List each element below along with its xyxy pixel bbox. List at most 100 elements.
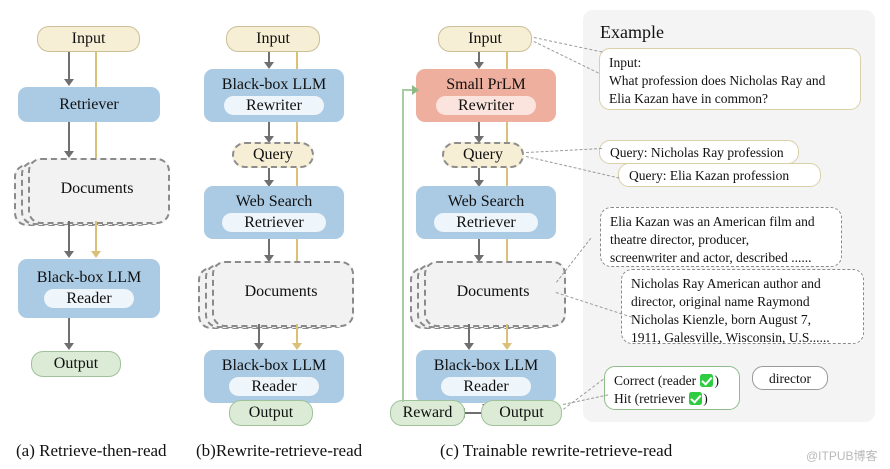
node-b-output: Output (229, 400, 313, 426)
check-icon-retriever (689, 391, 703, 405)
caption-panel-a: (a) Retrieve-then-read (16, 441, 167, 460)
node-a-documents: Documents (14, 158, 170, 226)
node-b-query-label: Query (253, 146, 293, 164)
node-a-retriever: Retriever (18, 87, 160, 122)
metric-correct-suffix: ) (714, 373, 719, 388)
node-a-output: Output (31, 351, 121, 377)
node-a-output-label: Output (53, 355, 99, 373)
arrow-c-search-docs-head (474, 255, 484, 262)
feedback-line-vertical (402, 90, 404, 402)
metric-correct-reader: Correct (reader ) (614, 372, 730, 390)
example-input-card: Input: What profession does Nicholas Ray… (599, 48, 861, 110)
arrow-b-docs-reader-head (254, 343, 264, 350)
arrow-b-rewriter-query-head (264, 136, 274, 143)
arrow-b-search-docs-head (264, 255, 274, 262)
bypass-a-gold-head (91, 251, 101, 258)
arrow-a-retriever-docs-line (68, 122, 70, 153)
node-b-documents: Documents (198, 261, 354, 329)
node-b-search-title: Web Search (235, 192, 313, 210)
metric-hit-label: Hit (retriever (614, 390, 689, 406)
caption-panel-b: (b)Rewrite-retrieve-read (196, 441, 363, 460)
metric-correct-label: Correct (reader (614, 373, 700, 388)
node-c-search: Web Search Retriever (416, 186, 556, 239)
arrow-a-retriever-docs-head (64, 151, 74, 158)
example-query-card-2: Query: Elia Kazan profession (618, 163, 821, 187)
node-c-reader-sub: Reader (441, 376, 531, 397)
arrow-b-docs-reader-line (258, 324, 260, 345)
node-c-search-sub: Retriever (434, 212, 538, 233)
node-b-rewriter: Black-box LLM Rewriter (204, 69, 344, 122)
node-c-input-label: Input (468, 30, 502, 48)
bypass-a-gold-line-2 (95, 221, 97, 253)
arrow-b-input-rewriter-line (268, 52, 270, 64)
node-b-search: Web Search Retriever (204, 186, 344, 239)
bypass-c-gold-head (502, 343, 512, 350)
arrow-b-search-docs-line (268, 239, 270, 257)
example-query-1: Query: Nicholas Ray profession (610, 145, 784, 160)
example-doc2-line2: director, original name Raymond (631, 293, 810, 309)
example-query-card-1: Query: Nicholas Ray profession (599, 140, 799, 164)
arrow-b-query-search-line (268, 168, 270, 182)
node-c-query: Query (442, 142, 524, 168)
example-doc1-line1: Elia Kazan was an American film and (610, 214, 815, 229)
example-doc2-line4: 1911, Galesville, Wisconsin, U.S...... (631, 329, 830, 345)
arrow-c-output-reward-line (464, 412, 481, 414)
arrow-b-rewriter-query-line (268, 122, 270, 138)
node-c-reward-label: Reward (402, 404, 453, 422)
arrow-a-docs-reader-line (68, 221, 70, 253)
arrow-b-query-search-head (264, 180, 274, 187)
example-input-label: Input: (609, 55, 642, 70)
node-c-documents-label: Documents (456, 283, 530, 300)
node-c-query-label: Query (463, 146, 503, 164)
bypass-c-gold-line-2 (506, 324, 508, 345)
node-c-rewriter: Small PrLM Rewriter (416, 69, 556, 122)
node-b-rewriter-sub: Rewriter (224, 95, 324, 116)
node-c-reader: Black-box LLM Reader (416, 350, 556, 403)
arrow-a-docs-reader-head (64, 251, 74, 258)
node-c-reader-title: Black-box LLM (433, 356, 539, 374)
node-b-output-label: Output (248, 404, 294, 422)
example-answer-card: director (752, 366, 828, 390)
node-a-input-label: Input (71, 30, 106, 48)
node-b-reader: Black-box LLM Reader (204, 350, 344, 403)
bypass-b-gold-head (292, 343, 302, 350)
arrow-a-reader-output-line (68, 318, 70, 345)
example-metrics-card: Correct (reader ) Hit (retriever ) (604, 366, 740, 410)
node-a-retriever-label: Retriever (59, 95, 119, 113)
node-c-rewriter-title: Small PrLM (446, 75, 526, 93)
bypass-b-gold-line-2 (296, 324, 298, 345)
node-a-input: Input (37, 26, 140, 52)
feedback-arrow-head (412, 85, 419, 95)
node-c-input: Input (438, 26, 532, 52)
node-b-search-sub: Retriever (222, 212, 326, 233)
example-answer: director (769, 371, 811, 386)
node-b-input: Input (226, 26, 320, 52)
feedback-line-horizontal (402, 89, 414, 91)
example-doc1-line3: screenwriter and actor, described ...... (610, 249, 812, 265)
metric-hit-suffix: ) (703, 390, 708, 406)
node-a-documents-label: Documents (60, 180, 134, 197)
example-doc2-line1: Nicholas Ray American author and (631, 276, 821, 291)
check-icon-reader (700, 374, 714, 387)
documents-layer-front (424, 261, 566, 327)
node-c-rewriter-sub: Rewriter (436, 95, 536, 116)
node-c-output-label: Output (499, 404, 544, 422)
arrow-c-docs-reader-head (464, 343, 474, 350)
arrow-c-input-rewriter-line (478, 52, 480, 64)
example-input-line1: What profession does Nicholas Ray and (609, 72, 826, 88)
arrow-c-docs-reader-line (468, 324, 470, 345)
example-doc2-line3: Nicholas Kienzle, born August 7, (631, 311, 811, 327)
node-a-reader: Black-box LLM Reader (18, 259, 160, 318)
node-a-reader-sub: Reader (44, 288, 134, 309)
node-c-output: Output (481, 400, 562, 426)
arrow-a-reader-output-head (64, 343, 74, 350)
node-b-reader-sub: Reader (229, 376, 319, 397)
node-b-reader-title: Black-box LLM (221, 356, 327, 374)
arrow-c-rewriter-query-head (474, 136, 484, 143)
node-b-query: Query (232, 142, 314, 168)
example-doc1-line2: theatre director, producer, (610, 231, 750, 247)
arrow-a-input-retriever-line (68, 52, 70, 81)
example-doc-card-1: Elia Kazan was an American film and thea… (600, 207, 842, 267)
node-a-reader-title: Black-box LLM (36, 268, 142, 286)
example-doc-card-2: Nicholas Ray American author and directo… (621, 269, 864, 345)
